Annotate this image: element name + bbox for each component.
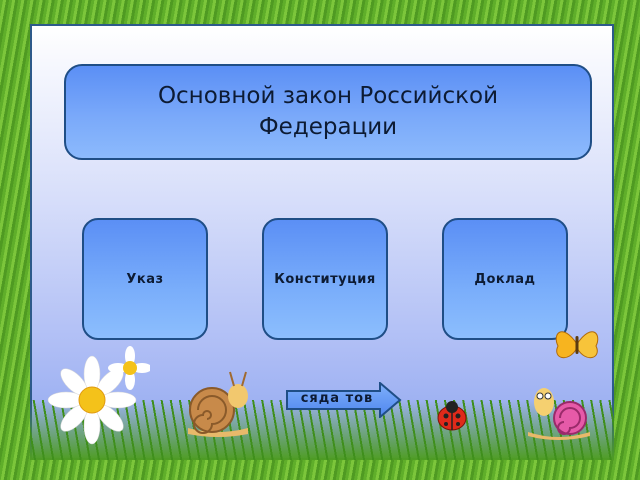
next-button-label: сяда тов: [300, 391, 374, 406]
answer-label: Конституция: [274, 271, 376, 287]
flower-icon: [47, 346, 150, 445]
answer-option-1[interactable]: Указ: [82, 218, 208, 340]
butterfly-icon: [555, 331, 599, 359]
question-text: Основной закон Российской Федерации: [157, 83, 499, 140]
answer-label: Доклад: [474, 271, 536, 287]
arrow-right-icon: [286, 382, 402, 418]
answer-option-2[interactable]: Конституция: [262, 218, 388, 340]
snail-icon: [188, 371, 248, 437]
question-box: Основной закон Российской Федерации: [64, 64, 592, 160]
answer-option-3[interactable]: Доклад: [442, 218, 568, 340]
next-button[interactable]: сяда тов: [286, 382, 402, 418]
ladybug-icon: [437, 401, 467, 431]
snail-icon: [528, 388, 590, 440]
answer-label: Указ: [126, 271, 164, 287]
